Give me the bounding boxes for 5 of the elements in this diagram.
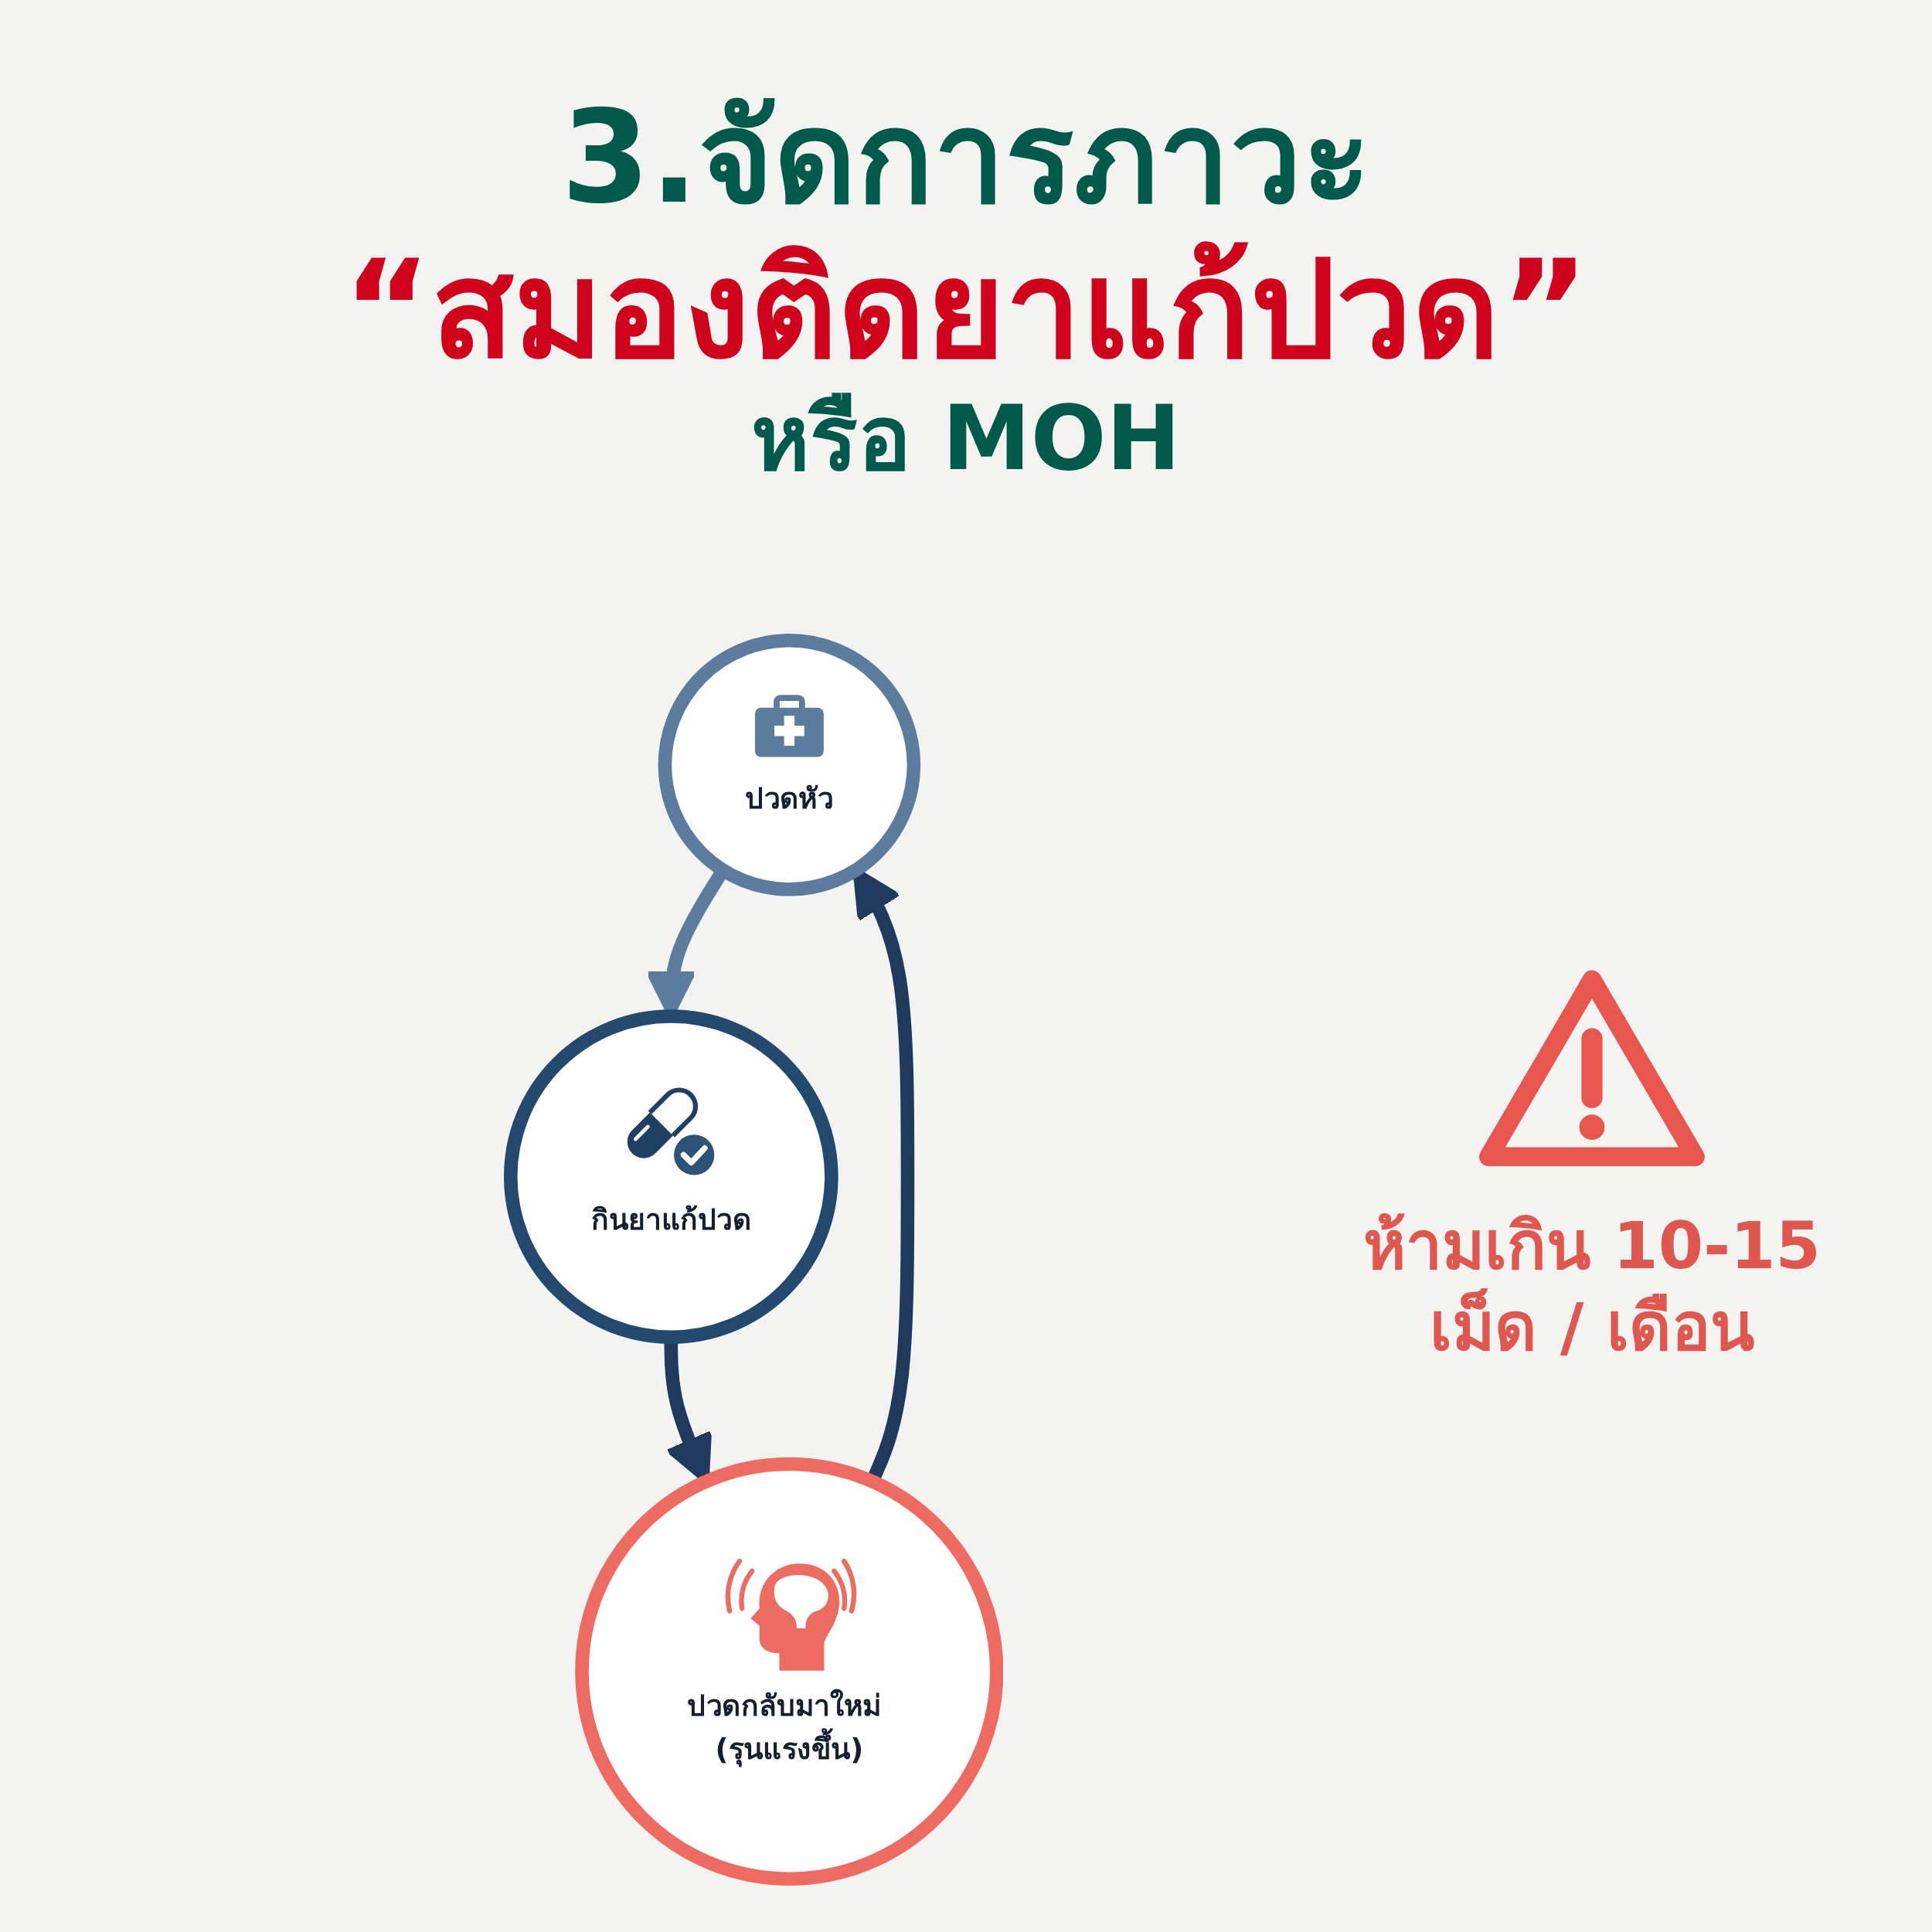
node-circle: ปวดหัว xyxy=(658,634,920,896)
node-circle: ปวดกลับมาใหม่ (รุนแรงขึ้น) xyxy=(575,1457,1004,1886)
diagram-title: 3.จัดการภาวะ “สมองติดยาแก้ปวด” หรือ MOH xyxy=(342,85,1590,490)
warning-text: ห้ามเกิน 10-15 เม็ด / เดือน xyxy=(1362,1207,1821,1366)
node-circle: กินยาแก้ปวด xyxy=(503,1009,838,1344)
